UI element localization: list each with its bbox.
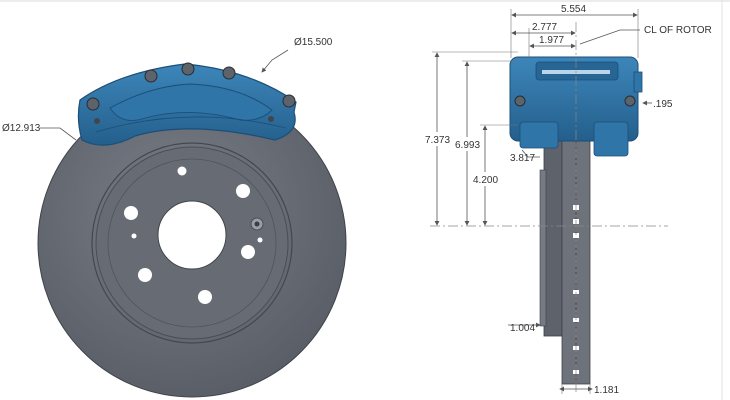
caliper-rib (95, 116, 287, 133)
offset-3-label: 1.977 (539, 35, 564, 46)
centerline-label: CL OF ROTOR (644, 25, 712, 36)
height-overall-label: 7.373 (425, 135, 450, 146)
lug-hole (124, 206, 138, 220)
caliper-side-lower-right (593, 121, 629, 157)
rotor-friction-ring-inner-edge (91, 142, 293, 344)
overall-width-label: 5.554 (561, 4, 586, 15)
rotor-hat-step (107, 158, 277, 328)
caliper-bolt-small (268, 116, 274, 122)
caliper-side-lower-left (519, 121, 559, 149)
stud-boss-center (254, 221, 260, 227)
label-gap (454, 137, 482, 151)
hub-bore (157, 200, 227, 270)
caliper-bolt (86, 97, 100, 111)
hat-face (539, 169, 547, 327)
caliper-side-bolt (514, 95, 526, 107)
small-hole (131, 233, 137, 239)
label-gap (424, 132, 452, 146)
centerline-leader (579, 29, 640, 45)
lug-hole (138, 268, 152, 282)
lug-hole (241, 245, 255, 259)
height-2-label: 6.993 (455, 140, 480, 151)
caliper-bolt (181, 62, 195, 76)
offset-2-label: 2.777 (532, 22, 557, 33)
caliper-bolt (282, 94, 296, 108)
caliper-side-bolt (624, 95, 636, 107)
height-3-label: 4.200 (473, 175, 498, 186)
hat-section (543, 139, 563, 337)
lug-hole (236, 184, 250, 198)
rotor-diameter-label: Ø12.913 (2, 123, 41, 134)
caliper-diameter-leader (261, 49, 289, 73)
caliper-diameter-label: Ø15.500 (294, 37, 333, 48)
side-view: 5.554 2.777 1.977 CL OF ROTOR 7.373 6.99… (424, 4, 712, 396)
small-hole (257, 237, 263, 243)
caliper-bolt-small (94, 118, 100, 124)
caliper-bolt (144, 69, 158, 83)
hat-offset-label: 1.004 (510, 323, 535, 334)
label-gap (472, 172, 500, 186)
front-view: Ø12.913 Ø15.500 (2, 37, 347, 398)
caliper-window (109, 83, 273, 121)
side-offset-label: .195 (653, 99, 673, 110)
small-hole (177, 166, 187, 176)
caliper-bolt (222, 66, 236, 80)
caliper-clearance-label: 3.817 (510, 153, 535, 164)
rotor-slot (573, 233, 579, 238)
caliper-clearance-leader (521, 149, 540, 158)
caliper-fitting (633, 71, 643, 93)
rotor-diameter-leader (40, 127, 77, 141)
lug-hole (198, 290, 212, 304)
rotor-thickness-label: 1.181 (594, 385, 619, 396)
